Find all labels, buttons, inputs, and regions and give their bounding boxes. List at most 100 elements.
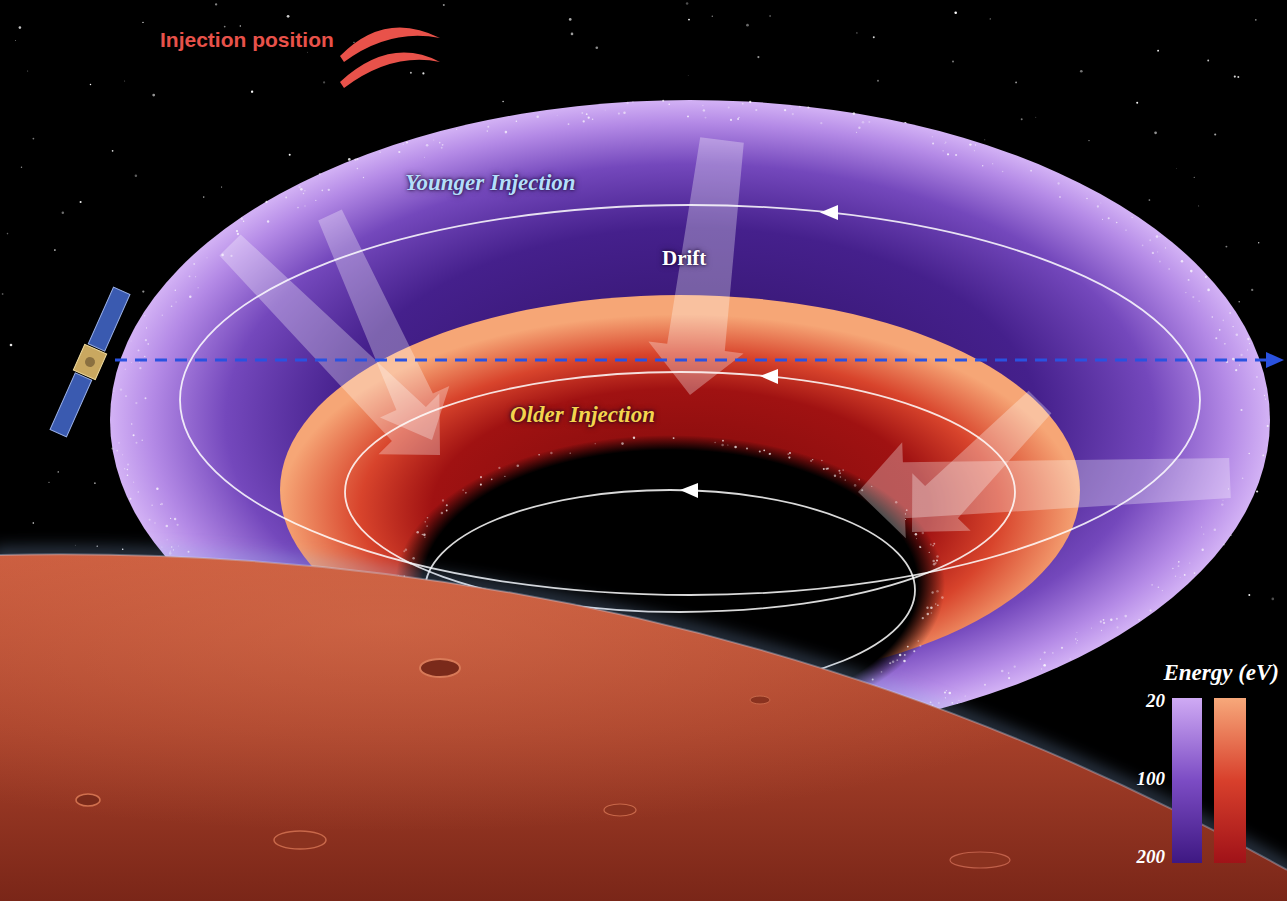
particle — [442, 144, 444, 146]
particle — [904, 654, 906, 656]
particle — [456, 129, 457, 130]
particle — [480, 476, 482, 478]
star — [124, 81, 125, 82]
particle — [799, 106, 801, 108]
particle — [426, 525, 428, 527]
particle — [926, 607, 928, 609]
particle — [189, 275, 191, 277]
particle — [623, 112, 626, 115]
star — [1198, 205, 1200, 207]
particle — [931, 591, 933, 593]
star — [1234, 76, 1236, 78]
particle — [1247, 349, 1248, 350]
particle — [769, 453, 771, 455]
particle — [922, 617, 924, 619]
particle — [1219, 329, 1221, 331]
star — [287, 15, 290, 18]
particle — [1162, 590, 1163, 591]
star — [353, 42, 354, 43]
particle — [1156, 235, 1159, 238]
particle — [618, 113, 620, 115]
particle — [1040, 659, 1041, 660]
particle — [1224, 343, 1226, 345]
particle — [702, 105, 704, 107]
star — [757, 56, 759, 58]
particle — [933, 545, 934, 546]
particle — [480, 484, 482, 486]
particle — [933, 543, 935, 545]
particle — [927, 613, 930, 616]
particle — [889, 663, 890, 664]
particle — [171, 546, 173, 548]
particle — [1242, 477, 1244, 479]
particle — [734, 446, 737, 449]
star — [712, 15, 713, 16]
particle — [176, 524, 178, 526]
particle — [1103, 622, 1105, 624]
star — [1237, 76, 1239, 78]
drift-arrow — [318, 210, 449, 440]
particle — [1212, 316, 1214, 318]
particle — [1249, 343, 1250, 344]
particle — [422, 534, 423, 535]
particle — [969, 143, 971, 145]
particle — [1168, 268, 1170, 270]
particle — [1178, 561, 1180, 563]
star — [769, 15, 771, 17]
particle — [175, 301, 177, 303]
star — [27, 70, 28, 71]
solar-panel — [88, 287, 130, 351]
spacecraft-body — [73, 344, 106, 379]
star — [251, 91, 253, 93]
star — [595, 46, 598, 49]
particle — [834, 475, 836, 477]
particle — [1014, 666, 1016, 668]
mars-surface — [0, 554, 1287, 901]
star — [1255, 19, 1257, 21]
particle — [789, 452, 791, 454]
particle — [1230, 535, 1231, 536]
particle — [304, 205, 305, 206]
particle — [742, 103, 744, 105]
particle — [1223, 320, 1225, 322]
particle — [769, 453, 771, 455]
particle — [1061, 647, 1063, 649]
particle — [363, 177, 364, 178]
particle — [1116, 626, 1118, 628]
particle — [1232, 358, 1235, 361]
particle — [907, 646, 909, 648]
particle — [1202, 549, 1204, 551]
particle — [139, 367, 141, 369]
particle — [178, 545, 179, 546]
particle — [839, 472, 841, 474]
star — [688, 19, 690, 21]
particle — [167, 539, 168, 540]
particle — [581, 112, 583, 114]
particle — [1125, 230, 1126, 231]
particle — [936, 560, 938, 562]
particle — [1151, 584, 1153, 586]
particle — [1181, 260, 1183, 262]
particle — [135, 402, 137, 404]
particle — [402, 143, 403, 144]
crater — [76, 794, 100, 806]
particle — [441, 147, 443, 149]
particle — [1240, 354, 1242, 356]
particle — [550, 452, 553, 455]
particle — [984, 684, 986, 686]
particle — [788, 457, 790, 459]
particle — [721, 444, 724, 447]
star — [348, 158, 351, 161]
particle — [446, 510, 448, 512]
particle — [198, 287, 199, 288]
particle — [727, 444, 728, 445]
particle — [974, 150, 975, 151]
particle — [947, 153, 949, 155]
particle — [1159, 261, 1161, 263]
orbit-arrowhead — [760, 369, 778, 384]
star — [1035, 116, 1037, 118]
particle — [1223, 543, 1225, 545]
particle — [111, 448, 113, 450]
particle — [131, 362, 132, 363]
